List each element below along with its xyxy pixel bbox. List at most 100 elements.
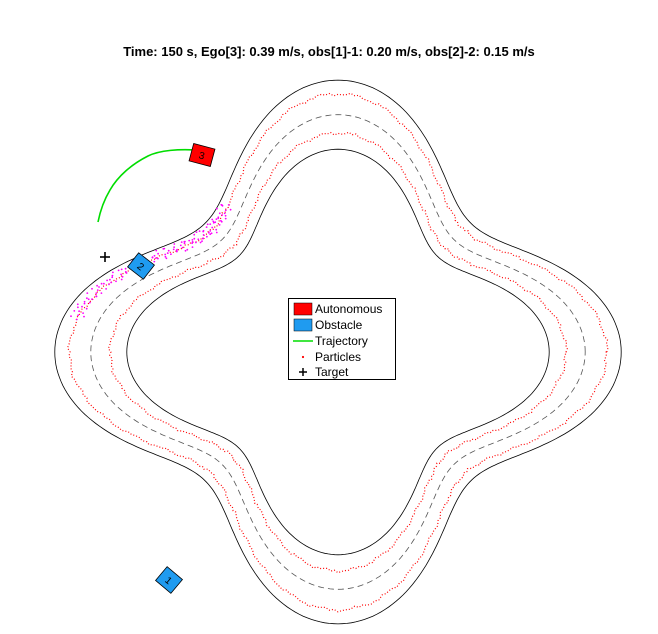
ego-particle [112,271,114,274]
ego-particle [184,249,187,252]
ego-particle [110,281,112,284]
ego-particle [157,252,160,255]
ego-particle [111,274,114,277]
ego-particle [81,305,83,308]
legend-trajectory-swatch [293,340,313,342]
ego-particle [117,269,120,272]
ego-particle [76,303,79,306]
ego-particle [198,230,201,233]
outer-road-edge [54,79,622,625]
ego-particle [153,260,156,263]
ego-particle [96,289,99,291]
ego-particle [100,292,103,294]
ego-particle [215,218,218,221]
ego-particle [224,214,227,217]
ego-particle [121,275,124,278]
obstacle-vehicle-2: 2 [127,252,155,280]
ego-particle [95,295,98,297]
ego-particle [206,235,208,238]
predicted-path-inner [107,131,568,574]
ego-particle [224,217,227,220]
ego-particle [109,278,111,281]
ego-particle [173,246,176,249]
inner-road-edge [126,148,550,556]
ego-particle [211,226,214,229]
track-center-line [90,114,586,590]
ego-particle [95,292,98,294]
ego-particle [191,241,194,243]
ego-particle [154,257,157,260]
legend-obstacle-swatch [293,318,313,332]
ego-particle [83,302,86,305]
ego-particle [183,242,186,245]
ego-particle [83,315,85,318]
ego-particle [111,276,114,279]
ego-particle [87,298,90,301]
legend-particles-swatch [301,355,305,359]
ego-particle [223,212,226,215]
ego-particle [86,292,89,294]
legend-item-particles: Particles [289,349,395,365]
ego-particle [197,238,200,241]
ego-particle [78,310,80,313]
plot-title: Time: 150 s, Ego[3]: 0.39 m/s, obs[1]-1:… [123,44,535,59]
ego-particle [164,255,167,258]
ego-particle [202,234,205,236]
race-track [54,79,622,625]
ego-particle [220,203,223,206]
legend-target-label: Target [315,365,349,379]
ego-particle [85,307,88,310]
legend-target-swatch [299,368,307,376]
ego-particle [166,252,169,255]
ego-particle [218,224,221,226]
obstacle-vehicle-1: 1 [154,566,184,594]
ego-particle [217,217,220,220]
ego-particle [227,204,230,206]
ego-particle [153,254,156,257]
ego-particle [120,268,123,271]
ego-particle [199,241,202,244]
ego-particle [215,231,218,234]
legend-autonomous-swatch [293,302,313,316]
ego-particle [96,284,98,287]
ego-particle [167,249,170,252]
ego-particle [193,233,196,236]
ego-particle [98,286,100,288]
ego-particle [105,288,107,290]
legend-trajectory-label: Trajectory [315,334,368,348]
ego-particle [170,253,172,256]
ego-particle [186,248,189,251]
autonomous-vehicle-3: 3 [188,142,216,168]
ego-particle [103,282,105,285]
legend-particles-label: Particles [315,350,362,364]
ego-particle [157,257,159,260]
ego-particle [191,246,194,249]
ego-particle [201,240,203,243]
legend-item-trajectory: Trajectory [289,333,395,349]
vehicle-3-label: 3 [198,150,207,162]
ego-particle [164,253,167,256]
ego-particle [77,314,79,317]
ego-particle [83,300,86,303]
ego-particle [202,230,205,233]
ego-particle [180,241,183,244]
vehicle-2-label: 2 [134,261,146,273]
ego-particle [212,221,215,224]
ego-particle [209,223,212,226]
ego-particle [120,273,122,276]
legend-item-obstacle: Obstacle [289,317,395,333]
ego-trajectory [97,148,197,223]
ego-particle [120,278,123,281]
ego-particle [89,301,91,304]
ego-particle [115,280,117,283]
ego-particle [176,250,178,253]
ego-particle [179,244,182,247]
ego-particle [91,287,93,290]
ego-particle [218,212,221,215]
ego-particle [209,233,212,236]
ego-particle [181,246,184,249]
ego-particle [155,249,158,252]
ego-particle [108,283,110,286]
ego-particle [210,232,213,235]
